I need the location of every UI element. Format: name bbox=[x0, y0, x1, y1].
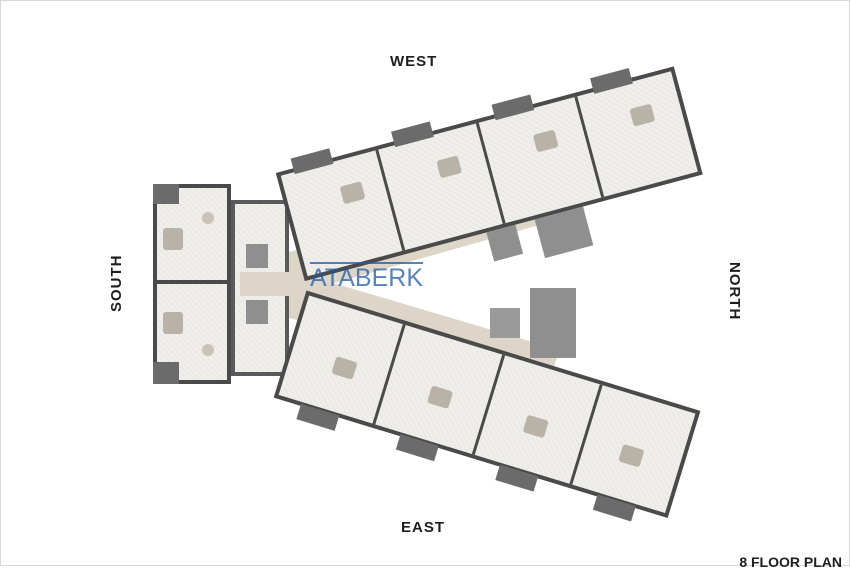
stair bbox=[534, 206, 594, 259]
west-wing bbox=[275, 66, 703, 282]
east-lift bbox=[490, 308, 520, 338]
balcony bbox=[296, 403, 340, 431]
lift bbox=[486, 224, 524, 262]
balcony bbox=[391, 121, 434, 148]
stair bbox=[246, 300, 268, 324]
compass-west: WEST bbox=[390, 53, 438, 70]
balcony bbox=[592, 494, 636, 522]
corridor-south bbox=[240, 272, 300, 296]
watermark-logo: ATABERK bbox=[310, 262, 423, 292]
balcony bbox=[395, 434, 439, 462]
compass-east: EAST bbox=[401, 519, 446, 536]
balcony bbox=[491, 94, 535, 121]
compass-south: SOUTH bbox=[108, 254, 125, 313]
east-wing bbox=[273, 290, 701, 522]
balcony bbox=[153, 184, 179, 204]
stair bbox=[246, 244, 268, 268]
plan-title: 8 FLOOR PLAN bbox=[739, 554, 842, 570]
balcony bbox=[153, 362, 179, 384]
balcony bbox=[590, 68, 633, 94]
east-stair bbox=[530, 288, 576, 358]
balcony bbox=[495, 464, 539, 492]
balcony bbox=[290, 148, 334, 175]
compass-north: NORTH bbox=[726, 262, 743, 321]
